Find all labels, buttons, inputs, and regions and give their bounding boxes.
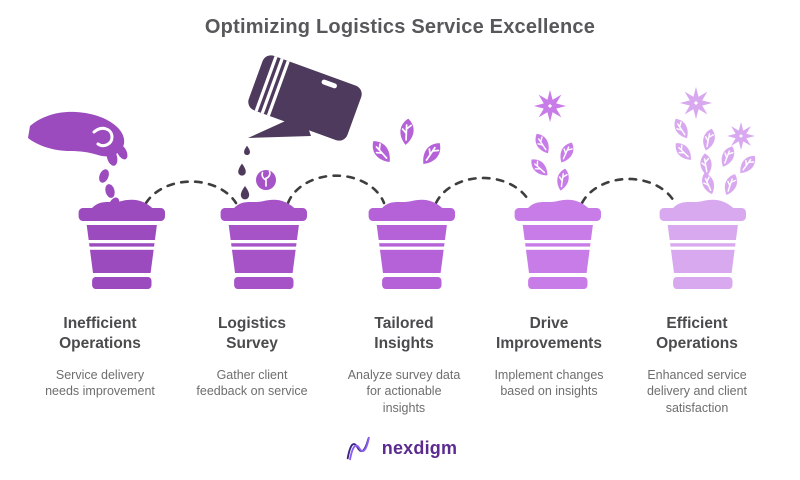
stage-1-heading: Inefficient Operations <box>59 315 141 352</box>
arc-3 <box>434 176 532 205</box>
hand-planting-seeds-icon <box>28 111 128 211</box>
illustration <box>28 55 760 289</box>
nexdigm-wordmark: nexdigm <box>381 437 458 458</box>
stage-2-label: Logistics Survey Gather client feedback … <box>167 314 337 400</box>
footer-logo: nexdigm <box>0 428 800 468</box>
pot-3 <box>368 199 455 289</box>
watering-carton-icon <box>238 55 362 200</box>
stage-1-description: Service delivery needs improvement <box>45 367 155 399</box>
stage-1-label: Inefficient Operations Service delivery … <box>15 314 185 400</box>
pot-1 <box>78 199 165 289</box>
pot-4 <box>514 199 601 289</box>
connector-arcs <box>144 174 677 205</box>
nexdigm-logo-icon <box>346 436 370 461</box>
flower-and-leaves-icon <box>526 89 578 193</box>
full-bloom-icon <box>670 86 760 198</box>
arc-2 <box>286 174 386 205</box>
arc-1 <box>144 180 238 205</box>
arc-4 <box>580 177 677 205</box>
sprouting-leaves-icon <box>367 117 446 169</box>
page-title: Optimizing Logistics Service Excellence <box>204 16 596 38</box>
stage-4-description: Implement changes based on insights <box>494 367 604 399</box>
stage-5-description: Enhanced service delivery and client sat… <box>646 367 748 415</box>
stage-4-label: Drive Improvements Implement changes bas… <box>464 314 634 400</box>
stage-2-heading: Logistics Survey <box>217 315 287 352</box>
pot-5 <box>659 199 746 289</box>
stage-3-heading: Tailored Insights <box>374 315 434 352</box>
stage-3-label: Tailored Insights Analyze survey data fo… <box>319 314 489 416</box>
seed-sprout-icon <box>256 170 276 190</box>
stage-3-description: Analyze survey data for actionable insig… <box>347 367 461 415</box>
pot-2 <box>220 199 307 289</box>
stage-5-label: Efficient Operations Enhanced service de… <box>612 314 782 416</box>
stage-5-heading: Efficient Operations <box>656 315 738 352</box>
carton-spout <box>248 113 311 138</box>
stage-4-heading: Drive Improvements <box>496 315 602 352</box>
stage-2-description: Gather client feedback on service <box>196 367 308 399</box>
